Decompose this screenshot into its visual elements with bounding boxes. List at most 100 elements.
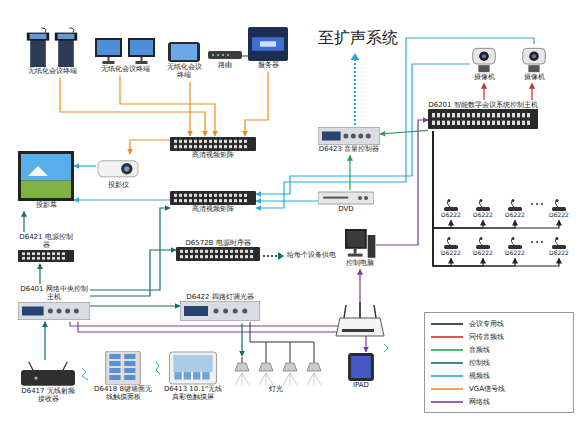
icon-part [57, 252, 60, 255]
signal-wire [60, 77, 205, 136]
icon-part [57, 308, 62, 313]
icon-part [200, 256, 203, 259]
icon-part [224, 145, 227, 148]
icon-part [205, 256, 208, 259]
icon-part [239, 145, 242, 148]
icon-part [234, 140, 237, 143]
icon-part [364, 196, 368, 200]
icon-part [497, 121, 500, 125]
signal-wire [120, 75, 215, 136]
signal-wire [44, 322, 45, 360]
icon-group [208, 51, 242, 59]
device-label: 路由 [208, 61, 242, 69]
icon-part [244, 140, 247, 143]
signal-wire [90, 250, 176, 296]
icon-part [189, 199, 192, 202]
icon-part [462, 113, 465, 117]
icon-part [27, 33, 49, 41]
icon-part [95, 38, 122, 57]
icon-part [62, 257, 65, 260]
icon-part [428, 109, 538, 129]
device-node: D6417 无线射频接收器 [18, 360, 78, 406]
icon-part [205, 250, 208, 253]
icon-part [174, 140, 177, 143]
icon-group [169, 352, 216, 384]
icon-part [532, 54, 536, 58]
signal-wire [349, 155, 350, 190]
device-node: D6422 四路灯调光器 [180, 292, 260, 323]
icon-part [214, 145, 217, 148]
signal-wire [70, 269, 360, 326]
device-node: 投影幕 [18, 150, 74, 211]
icon-group [508, 237, 522, 249]
device-node: 灯光 [228, 356, 324, 395]
icon-part [225, 250, 228, 253]
wireless-zigzag [82, 368, 88, 380]
icon-part [170, 137, 256, 151]
device-icon [470, 45, 498, 73]
icon-part [432, 113, 435, 117]
icon-part [512, 113, 515, 117]
signal-wire [78, 322, 366, 352]
icon-part [214, 194, 217, 197]
device-icon [166, 41, 202, 63]
icon-part [98, 161, 138, 177]
device-icon [170, 191, 256, 205]
icon-part [195, 250, 198, 253]
dot [536, 241, 538, 243]
icon-part [18, 151, 74, 201]
icon-part [130, 40, 153, 55]
wireless-zigzag [384, 344, 388, 352]
icon-part [244, 194, 247, 197]
icon-part [30, 34, 47, 39]
device-node: D6572B 电源时序器 [176, 238, 260, 263]
icon-part [447, 238, 451, 246]
icon-part [507, 121, 510, 125]
icon-part [52, 257, 55, 260]
router-antenna [359, 302, 361, 318]
icon-part [37, 252, 40, 255]
icon-part [522, 121, 525, 125]
icon-part [517, 121, 520, 125]
icon-part [245, 250, 248, 253]
dot [541, 203, 543, 205]
icon-part [508, 207, 522, 211]
device-icon [18, 151, 74, 201]
legend-line [431, 349, 463, 351]
icon-part [227, 54, 229, 56]
icon-part [452, 121, 455, 125]
icon-part [209, 140, 212, 143]
device-icon [180, 301, 260, 321]
icon-part [21, 180, 71, 198]
legend-swatch [431, 399, 463, 405]
icon-part [214, 140, 217, 143]
legend-text: 视频线 [469, 371, 490, 381]
arrow-head [278, 252, 284, 260]
device-label: D6422 四路灯调光器 [180, 293, 260, 301]
icon-part [244, 145, 247, 148]
icon-group [552, 199, 566, 211]
icon-part [27, 257, 30, 260]
destination-label: 至扩声系统 [318, 28, 398, 47]
icon-group [18, 250, 74, 262]
legend-text: 控制线 [469, 358, 490, 368]
icon-part [209, 194, 212, 197]
icon-part [283, 373, 297, 385]
icon-part [235, 256, 238, 259]
icon-part [528, 65, 539, 72]
icon-part [190, 256, 193, 259]
icon-part [189, 140, 192, 143]
icon-part [248, 27, 288, 61]
device-node: 无纸化会议终端 [24, 26, 80, 77]
device-icon [170, 137, 256, 151]
icon-part [318, 192, 374, 204]
icon-part [527, 121, 530, 125]
icon-part [358, 196, 362, 200]
icon-part [497, 113, 500, 117]
icon-part [230, 250, 233, 253]
icon-part [169, 352, 216, 384]
icon-part [448, 237, 451, 240]
icon-part [229, 199, 232, 202]
legend-swatch [431, 360, 463, 366]
icon-part [442, 113, 445, 117]
